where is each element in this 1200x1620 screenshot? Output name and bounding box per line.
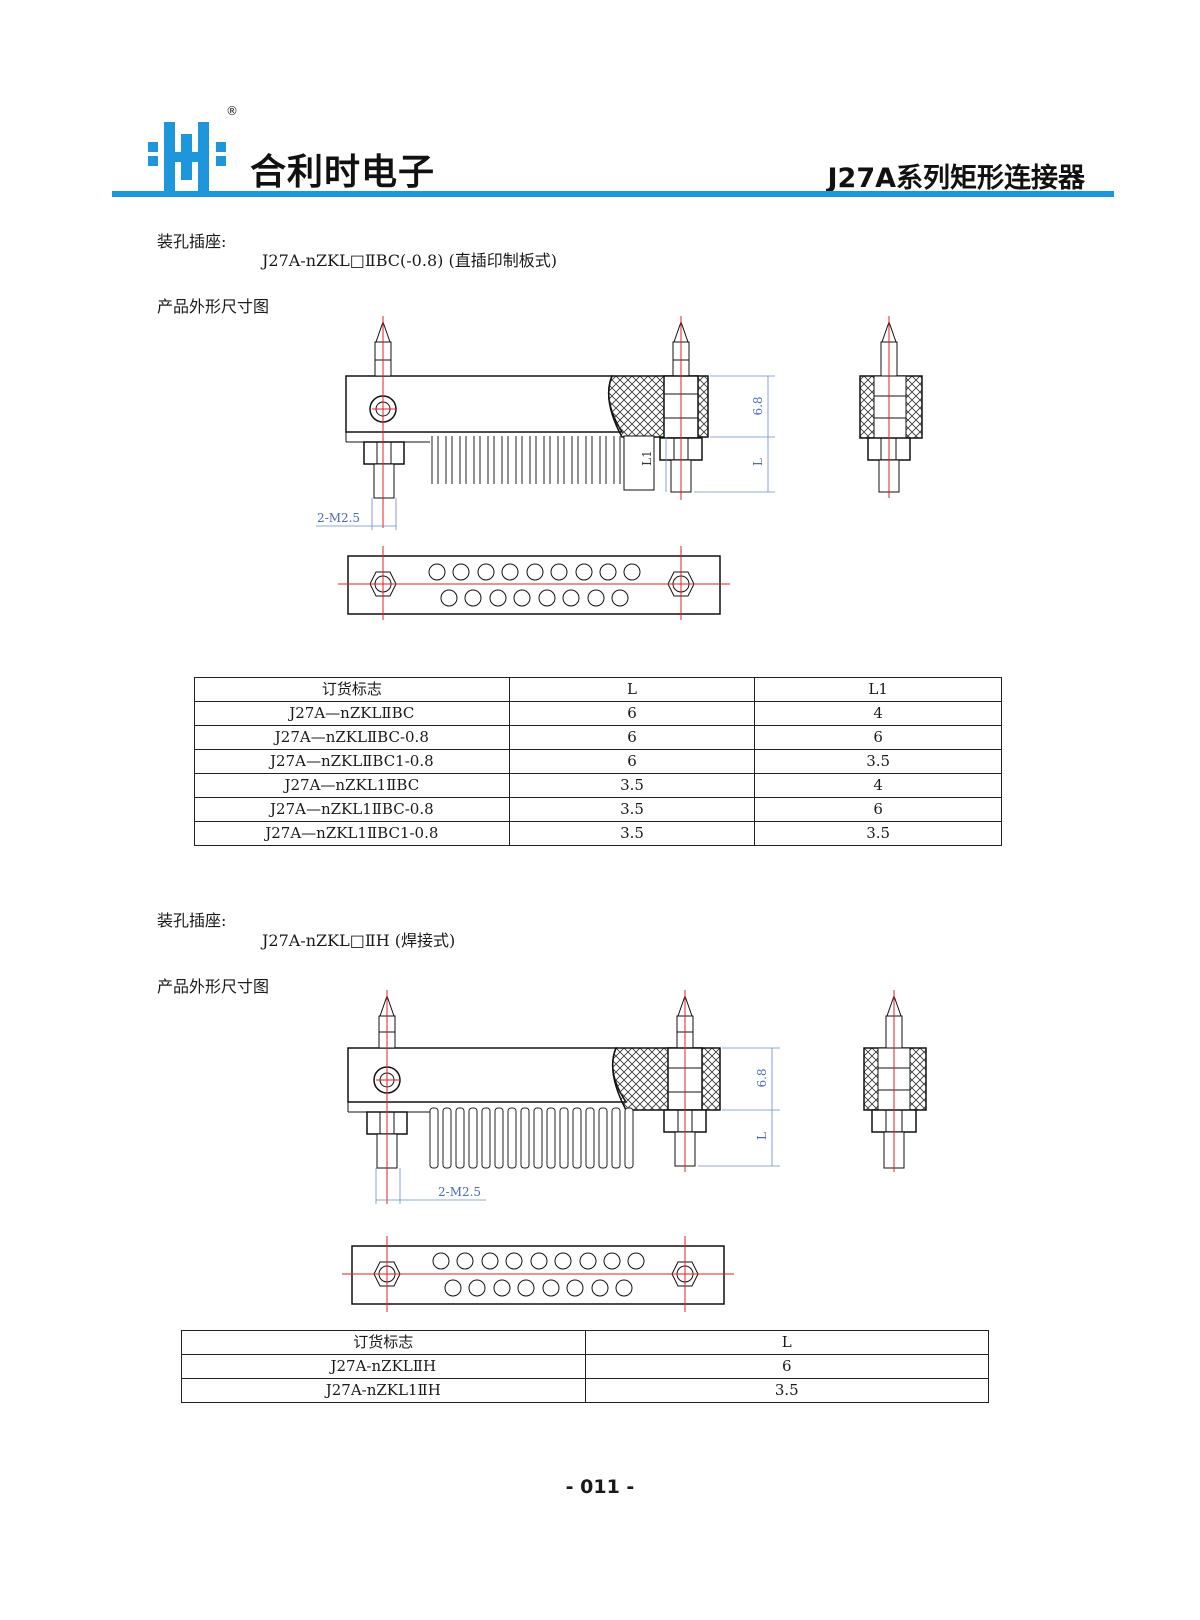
table-cell: 4: [754, 773, 1002, 798]
section2-drawing-title: 产品外形尺寸图: [157, 977, 270, 996]
table-row: J27A—nZKL1ⅡBC1-0.8 3.5 3.5: [194, 821, 1002, 846]
drawing1-bottom-view: [338, 546, 730, 620]
company-logo: [148, 122, 226, 192]
table-header-cell: L: [584, 1330, 990, 1355]
table-cell: J27A—nZKL1ⅡBC1-0.8: [194, 821, 510, 846]
drawing1-pin-row: [431, 436, 621, 484]
table-cell: 3.5: [508, 773, 756, 798]
page-number: - 011 -: [565, 1476, 635, 1498]
series-title: J27A系列矩形连接器: [827, 163, 1085, 194]
dim-thread: 2-M2.5: [317, 511, 360, 525]
table-cell: 3.5: [754, 821, 1002, 846]
dim-height: 6.8: [755, 1068, 769, 1087]
table-header-cell: 订货标志: [181, 1330, 586, 1355]
drawing2-solder-cups: [429, 1107, 634, 1169]
table-header-cell: L1: [754, 677, 1002, 702]
registered-mark: ®: [226, 104, 238, 118]
drawing2-side-view: 6.8 L 2-M2.5: [347, 990, 780, 1204]
table-row: J27A—nZKLⅡBC-0.8 6 6: [194, 725, 1002, 750]
table-header-cell: 订货标志: [194, 677, 510, 702]
table-cell: J27A—nZKLⅡBC1-0.8: [194, 749, 510, 774]
table-cell: 3.5: [754, 749, 1002, 774]
dim-l1: L1: [640, 450, 654, 466]
table-cell: 3.5: [584, 1378, 990, 1403]
table-cell: 6: [754, 797, 1002, 822]
table-header-cell: L: [508, 677, 756, 702]
section1-heading: 装孔插座:: [157, 232, 227, 251]
section1-model: J27A-nZKL□ⅡBC(-0.8) (直插印制板式): [262, 251, 557, 270]
table-cell: 6: [508, 725, 756, 750]
table-cell: J27A-nZKL1ⅡH: [181, 1378, 586, 1403]
table-row: J27A—nZKLⅡBC 6 4: [194, 701, 1002, 726]
table-cell: 6: [508, 749, 756, 774]
section2-heading: 装孔插座:: [157, 911, 227, 930]
table-cell: J27A—nZKLⅡBC-0.8: [194, 725, 510, 750]
table-row: J27A-nZKL1ⅡH 3.5: [181, 1378, 990, 1403]
table-cell: 4: [754, 701, 1002, 726]
brand-name: 合利时电子: [250, 152, 436, 193]
table-row: J27A—nZKLⅡBC1-0.8 6 3.5: [194, 749, 1002, 774]
table-header-row: 订货标志 L L1: [194, 677, 1002, 702]
table-cell: J27A—nZKLⅡBC: [194, 701, 510, 726]
table-cell: J27A—nZKL1ⅡBC-0.8: [194, 797, 510, 822]
drawing1-side-view: 6.8 L L1 2-M2.5: [316, 316, 775, 530]
section2-model: J27A-nZKL□ⅡH (焊接式): [262, 931, 456, 950]
drawing2-socket-holes: [432, 1252, 645, 1297]
dim-height: 6.8: [751, 396, 765, 415]
table-header-row: 订货标志 L: [181, 1330, 990, 1355]
table-cell: J27A—nZKL1ⅡBC: [194, 773, 510, 798]
section2-order-table: 订货标志 L J27A-nZKLⅡH 6 J27A-nZKL1ⅡH 3.5: [181, 1330, 990, 1403]
drawing1-end-view: [859, 316, 923, 498]
dim-length: L: [755, 1132, 769, 1140]
table-row: J27A—nZKL1ⅡBC 3.5 4: [194, 773, 1002, 798]
table-cell: 6: [508, 701, 756, 726]
drawing1-socket-holes: [428, 563, 641, 607]
table-cell: 3.5: [508, 797, 756, 822]
drawing2-end-view: [863, 990, 927, 1172]
drawing2-bottom-view: [342, 1236, 734, 1312]
table-row: J27A-nZKLⅡH 6: [181, 1354, 990, 1379]
section1-drawing-title: 产品外形尺寸图: [157, 297, 270, 316]
table-row: J27A—nZKL1ⅡBC-0.8 3.5 6: [194, 797, 1002, 822]
table-cell: 6: [584, 1354, 990, 1379]
table-cell: J27A-nZKLⅡH: [181, 1354, 586, 1379]
section1-order-table: 订货标志 L L1 J27A—nZKLⅡBC 6 4 J27A—nZKLⅡBC-…: [194, 677, 1002, 846]
table-cell: 3.5: [508, 821, 756, 846]
table-cell: 6: [754, 725, 1002, 750]
header-rule: [112, 191, 1114, 197]
dim-thread: 2-M2.5: [438, 1185, 481, 1199]
dim-length: L: [751, 458, 765, 466]
